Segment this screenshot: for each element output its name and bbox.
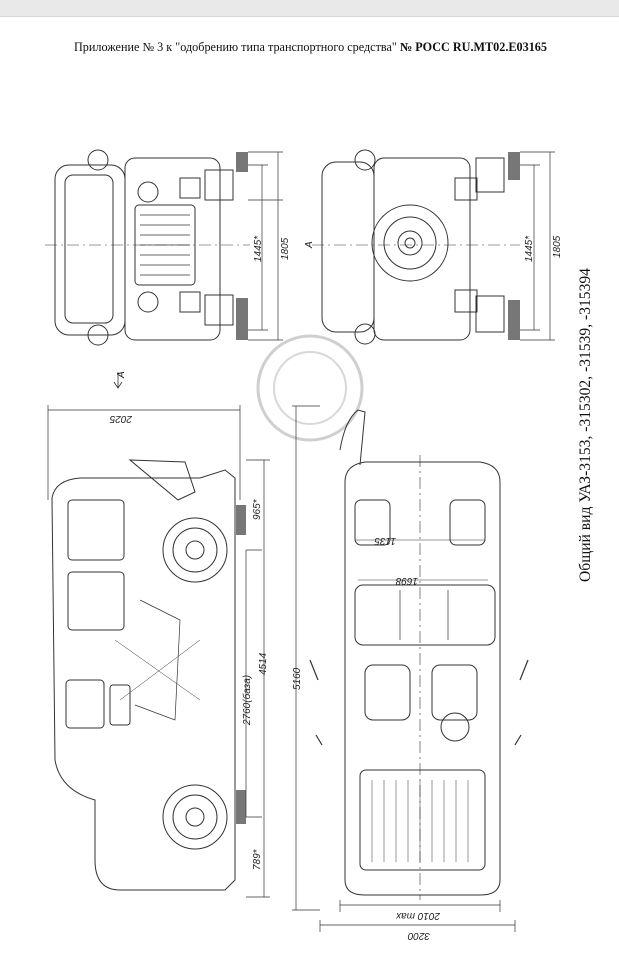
dim-overall: 5160: [292, 667, 303, 690]
dim-width-mirrors: 3200: [407, 930, 430, 941]
dim-front-overhang: 965*: [252, 498, 263, 520]
dim-front-h1: 1445*: [253, 235, 264, 262]
dim-track: 1698: [395, 575, 418, 586]
dim-length: 4514: [258, 652, 269, 675]
stamp-watermark: [256, 334, 364, 442]
viewer-top-bar: [0, 0, 619, 17]
document-header: Приложение № 3 к "одобрению типа транспо…: [74, 40, 547, 55]
view-marker-a-arrow: A: [116, 371, 127, 379]
dim-seat-width: 1135: [374, 535, 396, 546]
rear-view: [312, 149, 555, 345]
dim-front-h2: 1805: [280, 237, 291, 260]
dim-rear-h2: 1805: [552, 235, 563, 258]
top-view: [292, 405, 529, 932]
dim-rear-overhang: 789*: [252, 848, 263, 870]
header-doc-number: № РОСС RU.MT02.E03165: [399, 40, 547, 54]
side-view: [47, 405, 270, 898]
header-prefix: Приложение № 3 к "одобрению типа транспо…: [74, 40, 400, 54]
dim-wheelbase: 2760(базa): [241, 675, 253, 726]
view-marker-a: A: [304, 241, 315, 249]
dim-height-total: 2025: [109, 413, 133, 424]
front-view: [45, 149, 283, 346]
dim-rear-h1: 1445*: [524, 235, 535, 262]
dim-width-max: 2010 max: [395, 910, 441, 921]
